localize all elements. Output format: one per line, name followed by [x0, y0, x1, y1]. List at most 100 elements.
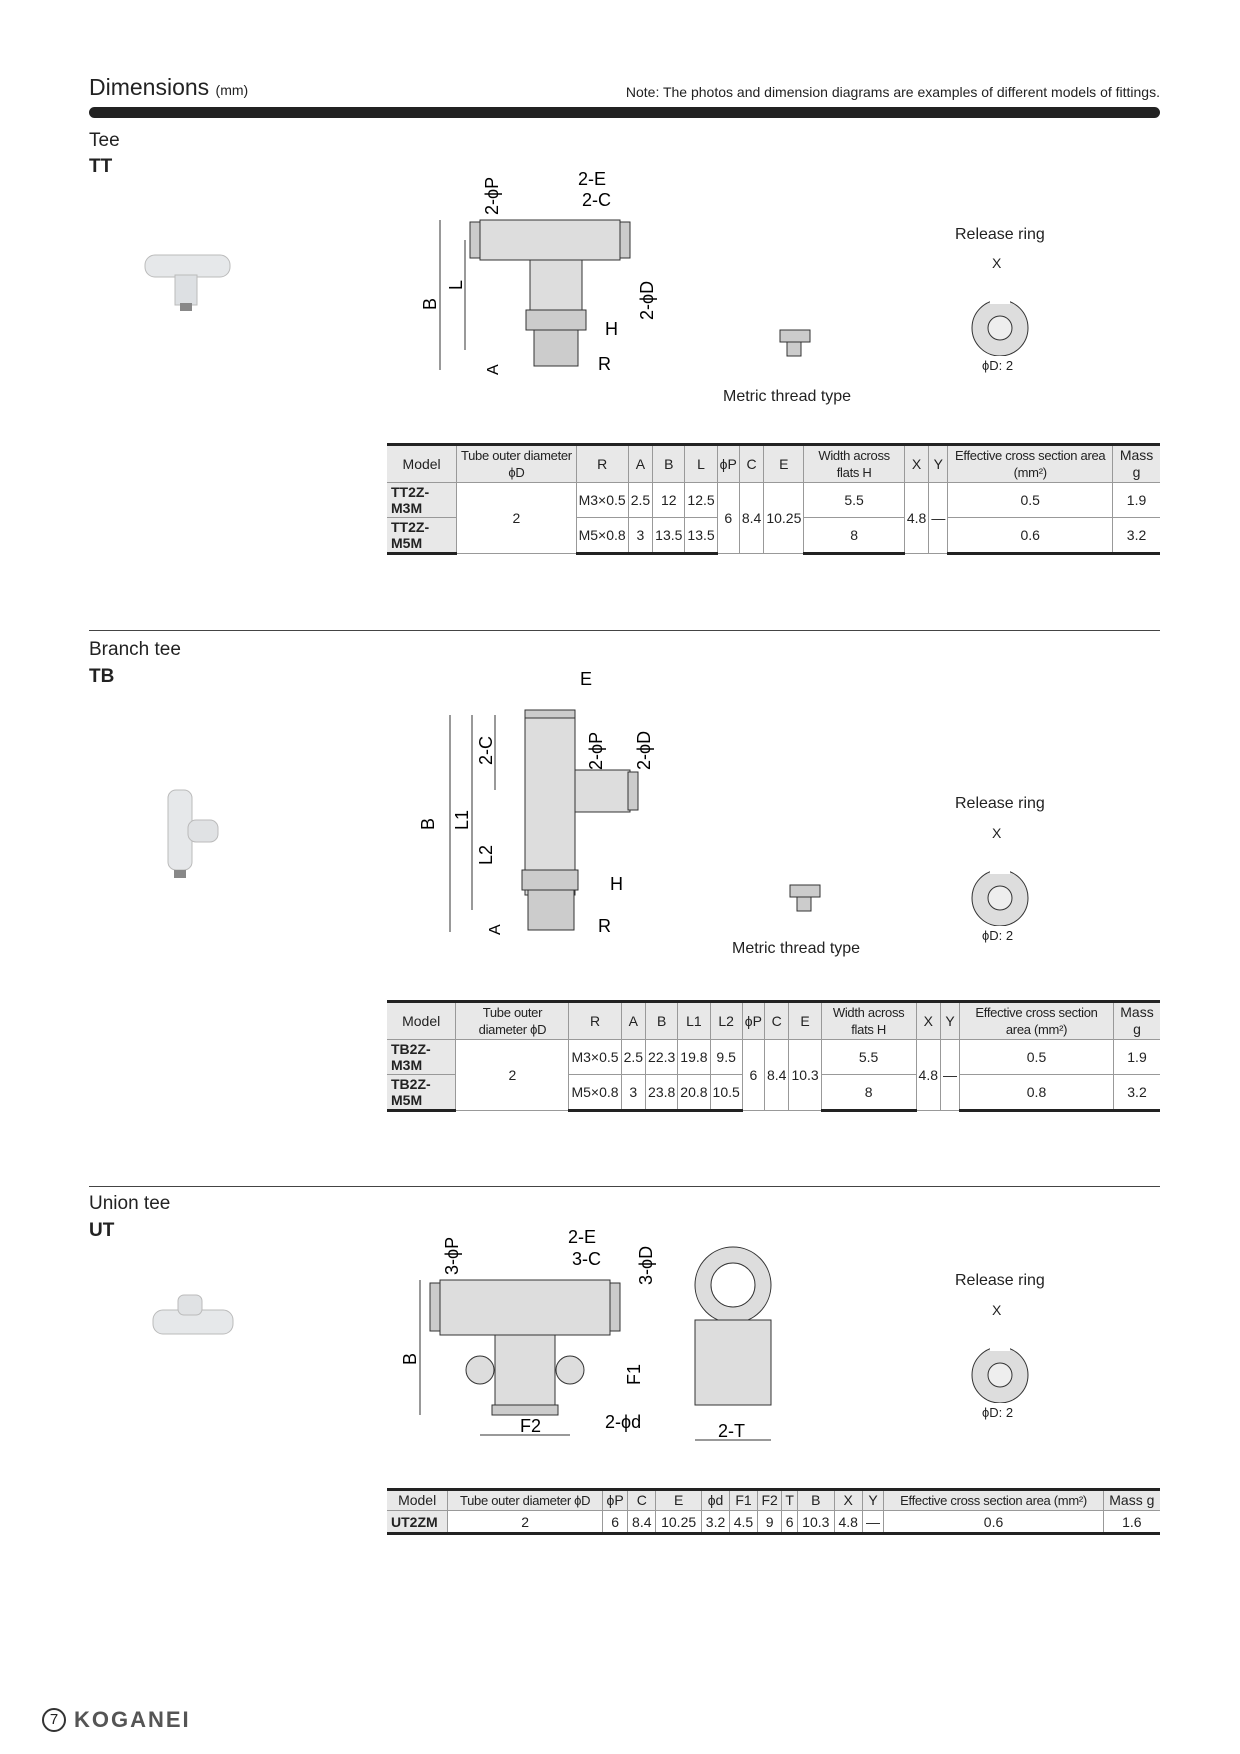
metric-thread-diagram — [789, 884, 821, 912]
table-cell: B — [645, 1000, 679, 1040]
table-cell: 6 — [601, 1510, 629, 1535]
table-cell: B — [652, 443, 686, 483]
table-cell: 4.8 — [915, 1039, 942, 1111]
dimension-label: 2-T — [718, 1421, 745, 1441]
dimension-label: 3-ϕP — [442, 1237, 462, 1275]
table-cell: 4.5 — [729, 1510, 758, 1535]
table-cell: 2.5 — [620, 1039, 647, 1075]
dimension-label: 2-C — [582, 190, 611, 210]
section-name: Tee — [89, 130, 120, 151]
table-cell: Width across flats H — [803, 443, 905, 483]
dimension-label: R — [598, 354, 611, 374]
dimension-label: 2-ϕD — [637, 281, 657, 320]
table-cell: TT2Z-M3M — [387, 482, 458, 518]
section-code: UT — [89, 1220, 115, 1241]
table-cell: Effective cross section area (mm²) — [959, 1000, 1114, 1040]
table-cell: TB2Z-M5M — [387, 1074, 457, 1112]
table-cell: Y — [940, 1000, 960, 1040]
release-ring-icon — [971, 298, 1029, 356]
dimension-label: 2-ϕd — [605, 1412, 641, 1432]
table-cell: 12 — [652, 482, 686, 518]
dimension-label: R — [598, 916, 611, 936]
title-text: Dimensions — [89, 74, 210, 100]
table-cell: 0.5 — [959, 1039, 1114, 1075]
table-cell: TT2Z-M5M — [387, 517, 458, 555]
table-cell: L1 — [677, 1000, 711, 1040]
table-cell: 2.5 — [627, 482, 654, 518]
table-cell: R — [568, 1000, 622, 1040]
table-cell: 8.4 — [627, 1510, 657, 1535]
page-number: 7 — [42, 1708, 66, 1732]
footer: 7 KOGANEI — [42, 1707, 191, 1733]
dimension-label: H — [610, 874, 623, 894]
table-cell: — — [928, 482, 949, 554]
table-cell: 10.5 — [709, 1074, 743, 1112]
table-cell: 0.6 — [947, 517, 1114, 555]
dimension-label: L1 — [452, 810, 472, 830]
table-cell: A — [620, 1000, 647, 1040]
table-cell: 10.3 — [796, 1510, 835, 1535]
table-cell: Mass g — [1102, 1488, 1160, 1511]
divider — [89, 1186, 1160, 1187]
dimension-label: 2-ϕD — [634, 731, 654, 770]
dimension-label: H — [605, 319, 618, 339]
table-cell: 19.8 — [677, 1039, 711, 1075]
table-cell: 5.5 — [803, 482, 905, 518]
table-cell: 13.5 — [684, 517, 718, 555]
table-cell: Y — [928, 443, 949, 483]
release-ring-label: Release ring — [955, 795, 1045, 812]
table-cell: M3×0.5 — [575, 482, 629, 518]
table-cell: 0.8 — [959, 1074, 1114, 1112]
dimension-label: F1 — [624, 1364, 644, 1385]
table-cell: C — [763, 1000, 790, 1040]
table-cell: 10.25 — [655, 1510, 703, 1535]
table-cell: 8 — [820, 1074, 917, 1112]
table-cell: 10.3 — [788, 1039, 822, 1111]
table-cell: Model — [387, 1000, 457, 1040]
table-cell: Tube outer diameter ϕD — [455, 1000, 570, 1040]
table-cell: E — [788, 1000, 822, 1040]
header-bar — [89, 107, 1160, 118]
release-ring-icon — [971, 1345, 1029, 1403]
table-cell: 0.5 — [947, 482, 1114, 518]
table-cell: Tube outer diameter ϕD — [447, 1488, 603, 1511]
table-cell: M5×0.8 — [568, 1074, 622, 1112]
table-cell: X — [833, 1488, 863, 1511]
table-cell: 3 — [620, 1074, 647, 1112]
table-cell: ϕP — [741, 1000, 765, 1040]
table-cell: — — [861, 1510, 885, 1535]
ring-d-label: ϕD: 2 — [982, 1405, 1014, 1420]
dimension-label: 2-ϕP — [586, 732, 606, 770]
table-cell: E — [763, 443, 805, 483]
table-cell: B — [796, 1488, 835, 1511]
table-cell: 8.4 — [763, 1039, 790, 1111]
dimension-label: L2 — [476, 845, 496, 865]
product-photo-branch-tee — [167, 789, 219, 878]
divider — [89, 630, 1160, 631]
table-cell: 4.8 — [833, 1510, 863, 1535]
table-cell: UT2ZM — [387, 1510, 449, 1535]
table-cell: 8.4 — [738, 482, 765, 554]
dimension-label: 2-C — [476, 736, 496, 765]
table-cell: 13.5 — [652, 517, 686, 555]
table-cell: 6 — [716, 482, 740, 554]
metric-thread-label: Metric thread type — [732, 940, 861, 957]
table-cell: L2 — [709, 1000, 743, 1040]
table-cell: X — [903, 443, 930, 483]
table-cell: Model — [387, 1488, 449, 1511]
page-title: Dimensions (mm) — [89, 74, 248, 101]
ring-x-label: X — [992, 1302, 1002, 1318]
product-photo-tee — [144, 254, 231, 311]
section-code: TT — [89, 156, 113, 177]
ring-x-label: X — [992, 255, 1002, 271]
table-cell: 1.9 — [1112, 482, 1160, 518]
